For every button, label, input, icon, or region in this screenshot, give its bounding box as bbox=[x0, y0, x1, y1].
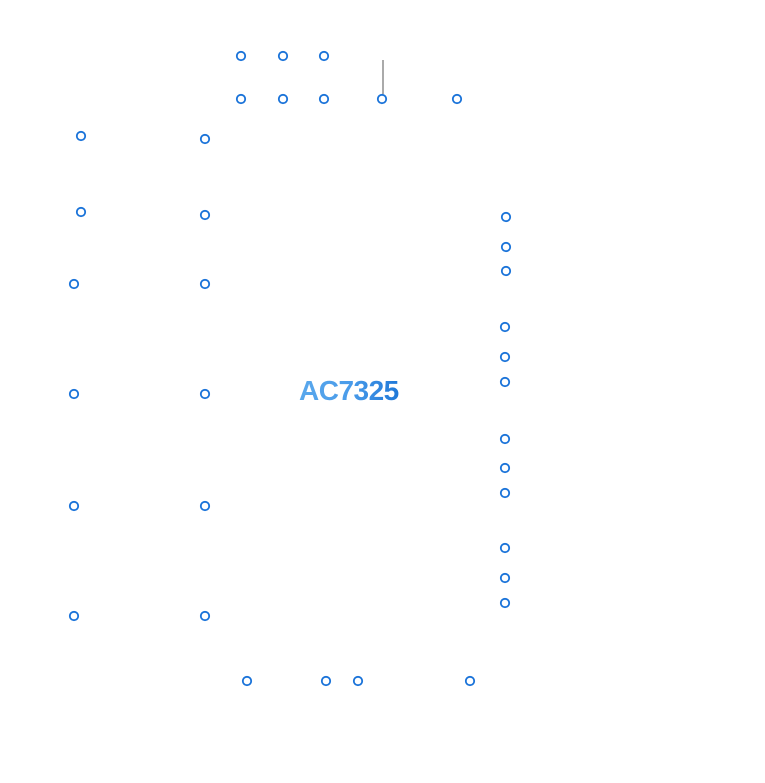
pin-marker-left-6 bbox=[199, 278, 211, 290]
pin-marker-top-3 bbox=[318, 50, 330, 62]
pin-marker-right-2 bbox=[500, 241, 512, 253]
pin-marker-left-3 bbox=[75, 206, 87, 218]
pin-marker-right-6 bbox=[499, 376, 511, 388]
pin-marker-right-1 bbox=[500, 211, 512, 223]
pin-marker-top-2 bbox=[277, 50, 289, 62]
pin-marker-right-7 bbox=[499, 433, 511, 445]
pin-marker-bottom-1 bbox=[241, 675, 253, 687]
pin-marker-top-7 bbox=[376, 93, 388, 105]
pin-marker-left-5 bbox=[68, 278, 80, 290]
pin-marker-left-10 bbox=[199, 500, 211, 512]
pin-marker-left-11 bbox=[68, 610, 80, 622]
pin-marker-right-11 bbox=[499, 572, 511, 584]
pin-marker-bottom-4 bbox=[464, 675, 476, 687]
chip-label: AC7325 bbox=[299, 375, 399, 406]
pin-marker-bottom-2 bbox=[320, 675, 332, 687]
pin-marker-top-1 bbox=[235, 50, 247, 62]
pin-marker-top-6 bbox=[318, 93, 330, 105]
pin-marker-right-10 bbox=[499, 542, 511, 554]
pin-marker-right-4 bbox=[499, 321, 511, 333]
pin-marker-right-12 bbox=[499, 597, 511, 609]
pin-marker-top-8 bbox=[451, 93, 463, 105]
pin-marker-top-5 bbox=[277, 93, 289, 105]
pin-layer bbox=[68, 50, 512, 687]
pin-marker-left-4 bbox=[199, 209, 211, 221]
pin-marker-right-5 bbox=[499, 351, 511, 363]
pin-marker-left-12 bbox=[199, 610, 211, 622]
pin-marker-right-8 bbox=[499, 462, 511, 474]
pin-marker-top-4 bbox=[235, 93, 247, 105]
pin-marker-left-8 bbox=[199, 388, 211, 400]
pin-marker-left-7 bbox=[68, 388, 80, 400]
pin-marker-bottom-3 bbox=[352, 675, 364, 687]
pin-marker-left-9 bbox=[68, 500, 80, 512]
pin-marker-left-2 bbox=[199, 133, 211, 145]
pin-marker-left-1 bbox=[75, 130, 87, 142]
pin-marker-right-9 bbox=[499, 487, 511, 499]
pin-marker-right-3 bbox=[500, 265, 512, 277]
